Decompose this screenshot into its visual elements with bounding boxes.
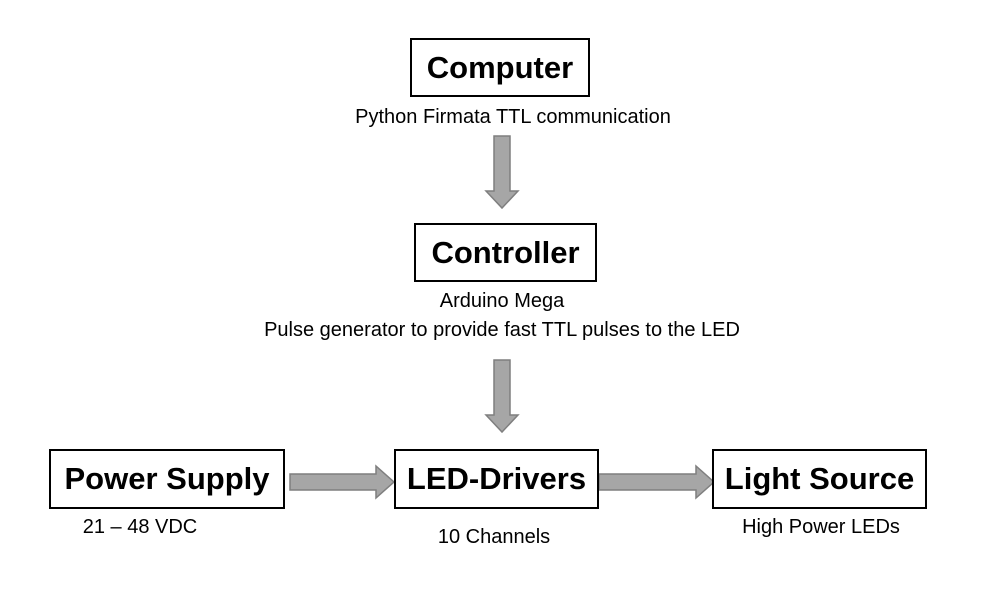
arrow-controller-to-led-drivers [484,359,520,434]
controller-node: Controller [414,223,597,282]
arrow-power-supply-to-led-drivers [289,464,396,500]
light-source-node: Light Source [712,449,927,509]
power-supply-node: Power Supply [49,449,285,509]
power-supply-note: 21 – 48 VDC [82,516,198,538]
led-drivers-note: 10 Channels [437,526,551,548]
arrow-led-drivers-to-light-source [598,464,716,500]
controller-note-line2: Pulse generator to provide fast TTL puls… [264,319,740,341]
computer-node: Computer [410,38,590,97]
arrow-computer-to-controller [484,135,520,210]
light-source-note: High Power LEDs [742,516,900,538]
controller-note-line1: Arduino Mega [439,290,565,312]
led-drivers-node: LED-Drivers [394,449,599,509]
computer-note: Python Firmata TTL communication [355,106,671,128]
